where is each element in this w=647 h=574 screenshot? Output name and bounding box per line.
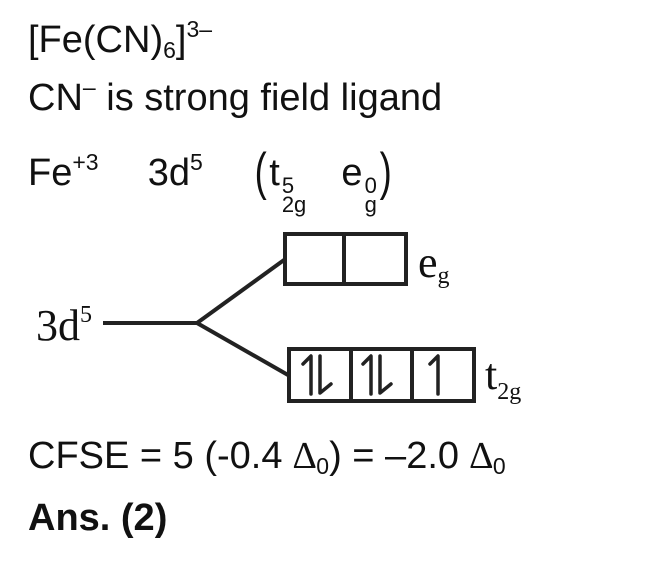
t2g-split-line (196, 321, 289, 377)
complex-formula: [Fe(CN)6]3– (28, 18, 212, 62)
eg-label: eg (418, 238, 450, 289)
config-exponent: 5 (190, 149, 203, 175)
formula-charge: 3– (186, 16, 213, 42)
ligand-text: is strong field ligand (95, 77, 443, 119)
config-symbol: 3d (147, 152, 190, 194)
t-symbol: t (269, 152, 280, 194)
ion-charge: +3 (72, 149, 99, 175)
delta-symbol-2: ∆ (469, 435, 493, 477)
formula-main: [Fe(CN) (28, 19, 164, 61)
e-subscript: g (364, 192, 377, 217)
electron-up-arrow-2 (361, 354, 373, 396)
formula-subscript: 6 (163, 37, 176, 63)
ligand-name: CN (28, 77, 83, 119)
t2g-label-symbol: t (485, 350, 498, 399)
t2g-label-sub: 2g (497, 379, 522, 405)
electron-down-arrow-1 (318, 354, 333, 395)
electron-down-arrow-2 (378, 354, 393, 395)
level-label-text: 3d (36, 301, 80, 350)
delta-sub-1: 0 (316, 453, 330, 479)
paren-open: ( (254, 143, 267, 201)
e-symbol: e (341, 152, 363, 194)
t2g-label: t2g (485, 350, 522, 405)
eg-label-symbol: e (418, 238, 438, 287)
t-subscript: 2g (281, 192, 307, 217)
ligand-charge: – (82, 74, 96, 100)
t2g-box (287, 347, 476, 403)
e-exponent: 0 (364, 173, 377, 198)
delta-sub-2: 0 (492, 453, 506, 479)
paren-close: ) (379, 143, 392, 201)
answer-text: Ans. (2) (28, 497, 168, 539)
level-label-exp: 5 (80, 302, 92, 328)
ligand-statement: CN– is strong field ligand (28, 74, 443, 119)
electron-up-arrow-3 (428, 354, 440, 396)
ion-symbol: Fe (28, 152, 73, 194)
formula-close: ] (175, 19, 187, 61)
answer: Ans. (2) (28, 499, 167, 537)
delta-symbol-1: ∆ (293, 435, 317, 477)
t-exponent: 5 (281, 173, 295, 198)
electron-up-arrow-1 (301, 354, 313, 396)
level-label-3d5: 3d5 (36, 303, 92, 348)
cfse-result-text: ) = –2.0 (329, 435, 470, 477)
eg-label-sub: g (437, 263, 450, 289)
cfse-equation: CFSE = 5 (-0.4 ∆0) = –2.0 ∆0 (28, 437, 506, 478)
eg-split-line (195, 258, 286, 325)
cfse-text: CFSE = 5 (-0.4 (28, 435, 294, 477)
